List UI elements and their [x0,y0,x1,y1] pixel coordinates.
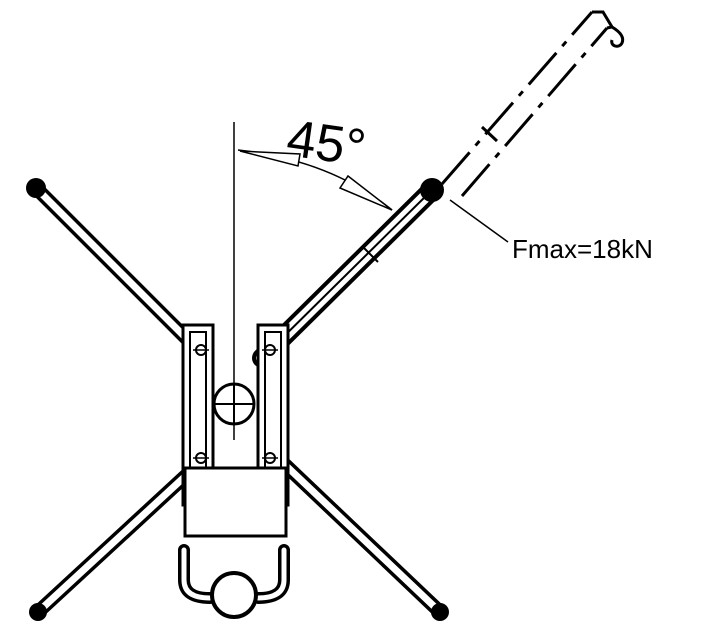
lower-right-leg [273,453,449,621]
force-leader-line [449,199,509,243]
upper-left-leg-foot [26,178,46,198]
mast-bracket [181,323,290,538]
lower-left-leg-foot [29,603,47,621]
lower-left-leg [29,451,212,621]
angle-arrowhead-left [239,150,301,167]
pulley-wheel-icon [210,571,258,619]
boom-top-joint [420,178,444,202]
angle-dimension [237,149,393,211]
pulley-assembly [178,544,290,619]
lower-right-leg-foot [431,603,449,621]
pivot-pin [212,382,256,426]
angle-label: 45° [283,109,369,177]
force-label: Fmax=18kN [512,234,653,264]
angle-arrowhead-right [338,174,393,211]
inclined-boom [252,178,444,368]
boom-extension [440,10,625,197]
mast-base-block [183,466,288,538]
upper-left-leg [26,178,203,355]
hook-icon [610,25,625,48]
